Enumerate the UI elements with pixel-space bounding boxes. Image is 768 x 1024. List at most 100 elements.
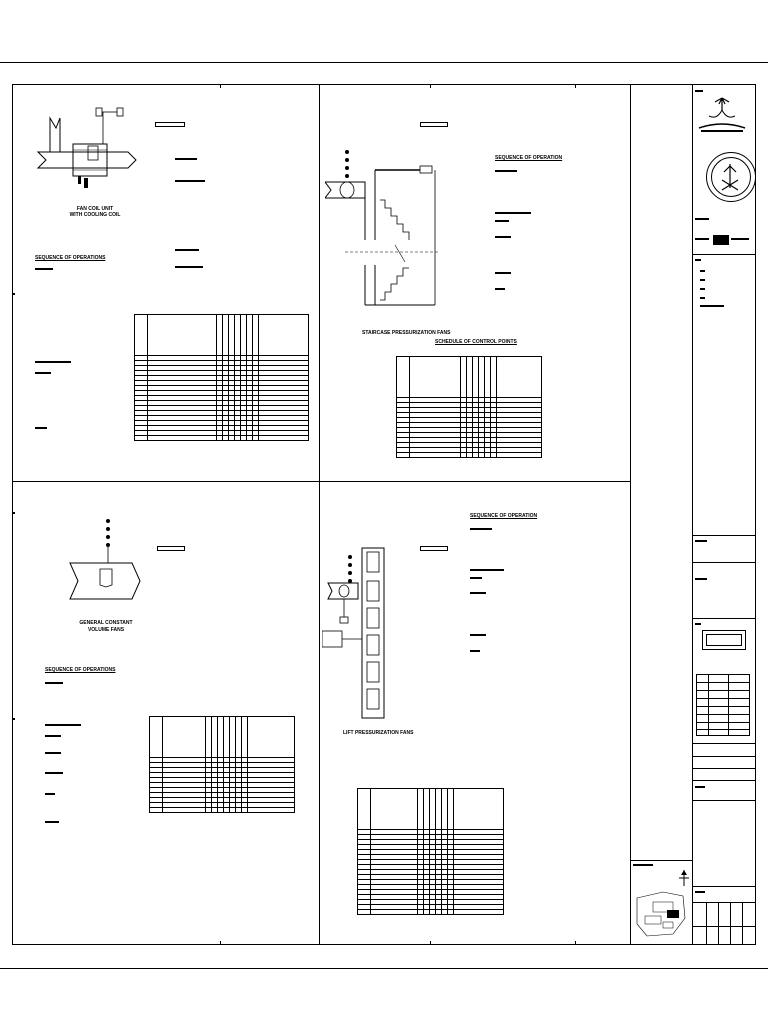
fan-coil-unit-diagram	[36, 107, 137, 188]
frame-tick	[12, 293, 15, 295]
title-block-col	[706, 902, 707, 945]
text-placeholder	[700, 305, 724, 307]
fcu-caption-line2: WITH COOLING COIL	[69, 212, 121, 218]
text-placeholder	[695, 238, 709, 240]
staircase-pressurization-diagram	[325, 150, 440, 306]
text-placeholder	[695, 90, 703, 92]
key-plan-map	[636, 891, 686, 937]
lift-tag-box	[420, 546, 448, 551]
title-block-rule	[692, 562, 756, 563]
text-placeholder	[700, 270, 705, 272]
revision-table-row	[696, 682, 750, 683]
frame-tick	[12, 512, 15, 514]
revision-table-col	[728, 674, 729, 736]
title-block-col	[742, 902, 743, 945]
frame-tick	[430, 84, 431, 88]
text-placeholder	[470, 592, 486, 594]
text-placeholder	[695, 259, 701, 261]
text-placeholder	[175, 249, 199, 251]
text-placeholder	[495, 288, 505, 290]
title-block-inner-divider	[692, 84, 693, 945]
text-placeholder	[633, 864, 653, 866]
text-placeholder	[700, 297, 705, 299]
text-placeholder	[470, 577, 482, 579]
emblem-seal-inner-icon	[711, 157, 751, 197]
panel-divider-vertical	[319, 84, 320, 945]
text-placeholder	[35, 427, 47, 429]
revision-table-row	[696, 690, 750, 691]
cav-tag-box	[157, 546, 185, 551]
schedule-title: SCHEDULE OF CONTROL POINTS	[435, 339, 517, 345]
lift-pressurization-diagram	[322, 547, 385, 719]
title-block-col	[718, 902, 719, 945]
revision-table-row	[696, 729, 750, 730]
text-placeholder	[495, 170, 517, 172]
text-placeholder	[45, 821, 59, 823]
stamp-box	[702, 630, 746, 650]
frame-tick	[575, 84, 576, 88]
lift-sequence-heading: SEQUENCE OF OPERATION	[470, 513, 538, 519]
stair-sequence-heading: SEQUENCE OF OPERATION	[495, 155, 563, 161]
fcu-sequence-heading: SEQUENCE OF OPERATIONS	[35, 255, 106, 261]
text-placeholder	[495, 236, 511, 238]
title-block-rule	[692, 800, 756, 801]
revision-table-col	[708, 674, 709, 736]
key-plan-rule	[630, 860, 692, 861]
stamp-box-inner	[706, 634, 742, 646]
text-placeholder	[695, 891, 705, 893]
title-block-rule	[692, 756, 756, 757]
text-placeholder	[695, 578, 707, 580]
seal-palm-icon	[721, 164, 739, 191]
title-block-rule	[692, 743, 756, 744]
title-block-rule	[692, 780, 756, 781]
drawing-sheet	[0, 62, 768, 969]
fcu-control-points-table	[134, 314, 309, 441]
text-placeholder	[495, 212, 531, 214]
frame-tick	[220, 941, 221, 945]
frame-tick	[220, 84, 221, 88]
revision-table-row	[696, 698, 750, 699]
text-placeholder	[470, 569, 504, 571]
revision-table-row	[696, 714, 750, 715]
text-placeholder	[695, 218, 709, 220]
cav-control-points-table	[149, 716, 295, 813]
text-placeholder	[175, 158, 197, 160]
text-placeholder	[470, 528, 492, 530]
title-block-rule	[692, 535, 756, 536]
title-block-col	[730, 902, 731, 945]
title-block-rule	[692, 926, 756, 927]
panel-divider-horizontal	[12, 481, 630, 482]
text-placeholder	[45, 735, 61, 737]
fcu-caption-line1: FAN COIL UNIT	[76, 206, 114, 212]
stair-tag-box	[420, 122, 448, 127]
frame-tick	[575, 941, 576, 945]
text-placeholder	[695, 540, 707, 542]
palm-swords-logo-icon	[698, 97, 746, 132]
text-placeholder	[175, 266, 203, 268]
text-placeholder	[700, 279, 705, 281]
title-block-divider	[630, 84, 631, 945]
revision-table	[696, 674, 750, 736]
text-placeholder	[35, 361, 71, 363]
revision-table-row	[696, 722, 750, 723]
frame-tick	[12, 718, 15, 720]
text-placeholder	[470, 634, 486, 636]
constant-volume-fan-diagram	[69, 519, 141, 600]
drawing-frame	[12, 84, 756, 945]
cav-caption-line2: VOLUME FANS	[87, 627, 125, 633]
text-placeholder	[470, 650, 480, 652]
cav-caption-line1: GENERAL CONSTANT	[79, 620, 133, 626]
lift-control-points-table	[357, 788, 504, 915]
title-block-fill	[713, 235, 729, 245]
text-placeholder	[695, 786, 705, 788]
text-placeholder	[495, 272, 511, 274]
cav-sequence-heading: SEQUENCE OF OPERATIONS	[45, 667, 116, 673]
stair-control-points-table	[396, 356, 542, 458]
text-placeholder	[731, 238, 749, 240]
fcu-tag-box	[155, 122, 185, 127]
text-placeholder	[45, 724, 81, 726]
emblem-seal-icon	[706, 152, 756, 202]
stair-caption: STAIRCASE PRESSURIZATION FANS	[362, 330, 451, 336]
title-block-rule	[692, 618, 756, 619]
text-placeholder	[45, 752, 61, 754]
